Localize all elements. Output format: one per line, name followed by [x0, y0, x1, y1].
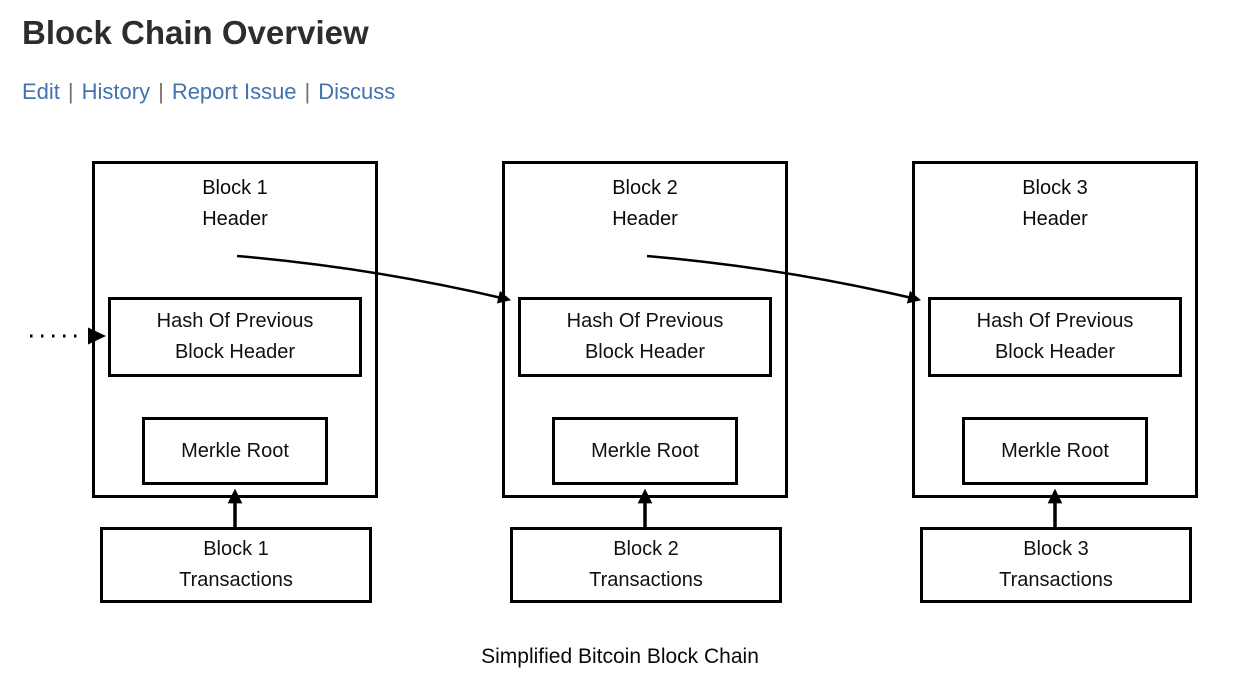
history-link[interactable]: History	[81, 79, 151, 104]
block-3-group: Block 3 Header Hash Of Previous Block He…	[912, 161, 1198, 603]
page-action-links: Edit | History | Report Issue | Discuss	[22, 79, 395, 105]
block-2-merkle-box: Merkle Root	[552, 417, 738, 485]
block-3-header-box: Block 3 Header Hash Of Previous Block He…	[912, 161, 1198, 498]
block-1-hash-box: Hash Of Previous Block Header	[108, 297, 362, 377]
block-1-header-label: Block 1 Header	[202, 177, 268, 230]
block-3-hash-box: Hash Of Previous Block Header	[928, 297, 1182, 377]
nav-separator: |	[67, 79, 74, 104]
block-2-header-box: Block 2 Header Hash Of Previous Block He…	[502, 161, 788, 498]
block-3-merkle-box: Merkle Root	[962, 417, 1148, 485]
block-3-header-label: Block 3 Header	[1022, 177, 1088, 230]
diagram-caption: Simplified Bitcoin Block Chain	[481, 645, 759, 668]
report-issue-link[interactable]: Report Issue	[171, 79, 297, 104]
nav-separator: |	[304, 79, 311, 104]
block-1-header-box: Block 1 Header Hash Of Previous Block He…	[92, 161, 378, 498]
block-3-transactions-box: Block 3 Transactions	[920, 527, 1192, 603]
discuss-link[interactable]: Discuss	[318, 79, 396, 104]
block-2-header-label: Block 2 Header	[612, 177, 678, 230]
edit-link[interactable]: Edit	[22, 79, 60, 104]
block-1-merkle-box: Merkle Root	[142, 417, 328, 485]
block-2-hash-box: Hash Of Previous Block Header	[518, 297, 772, 377]
block-1-transactions-box: Block 1 Transactions	[100, 527, 372, 603]
nav-separator: |	[158, 79, 164, 104]
block-1-group: Block 1 Header Hash Of Previous Block He…	[92, 161, 378, 603]
block-2-transactions-box: Block 2 Transactions	[510, 527, 782, 603]
page-title: Block Chain Overview	[22, 14, 369, 51]
block-2-group: Block 2 Header Hash Of Previous Block He…	[502, 161, 788, 603]
